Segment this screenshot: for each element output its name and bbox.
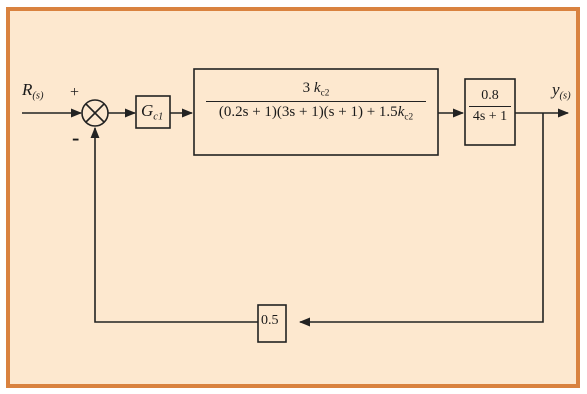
plant-denominator-sub: c2	[404, 112, 414, 123]
input-label-base: R	[22, 80, 33, 99]
plant-numerator-sub: c2	[320, 88, 330, 99]
feedback-block	[257, 304, 287, 343]
output-label: y(s)	[552, 80, 571, 102]
input-label: R(s)	[22, 80, 44, 102]
controller-label: Gc1	[141, 101, 163, 123]
feedback-path-left	[90, 126, 258, 323]
minus-sign: -	[72, 125, 80, 150]
summing-junction	[81, 99, 109, 127]
plant-block	[193, 68, 439, 156]
output-transfer-function: 0.8 4s + 1	[469, 88, 511, 125]
plant-numerator-coef: 3	[302, 80, 314, 96]
plant-numerator-var: k	[313, 80, 321, 96]
output-fraction-bar	[469, 106, 511, 108]
controller-label-sub: c1	[153, 111, 164, 123]
plant-fraction-bar	[206, 100, 426, 102]
controller-block	[135, 95, 171, 129]
plant-transfer-function: 3 kc2 (0.2s + 1)(3s + 1)(s + 1) + 1.5kc2	[206, 80, 426, 123]
output-numerator: 0.8	[481, 88, 499, 103]
input-label-sub: (s)	[32, 90, 44, 102]
output-label-base: y	[552, 80, 560, 99]
output-denominator: 4s + 1	[472, 109, 508, 125]
plant-denominator: (0.2s + 1)(3s + 1)(s + 1) + 1.5kc2	[206, 104, 426, 123]
plant-denominator-var: k	[397, 103, 405, 120]
controller-label-base: G	[141, 101, 154, 120]
plus-sign: +	[70, 84, 80, 101]
output-label-sub: (s)	[559, 90, 571, 102]
feedback-path-right	[298, 113, 544, 327]
feedback-gain-label: 0.5	[261, 313, 279, 328]
plant-numerator: 3 kc2	[206, 80, 426, 99]
plant-denominator-expr: (0.2s + 1)(3s + 1)(s + 1) + 1.5	[218, 103, 398, 120]
output-block	[464, 78, 516, 146]
